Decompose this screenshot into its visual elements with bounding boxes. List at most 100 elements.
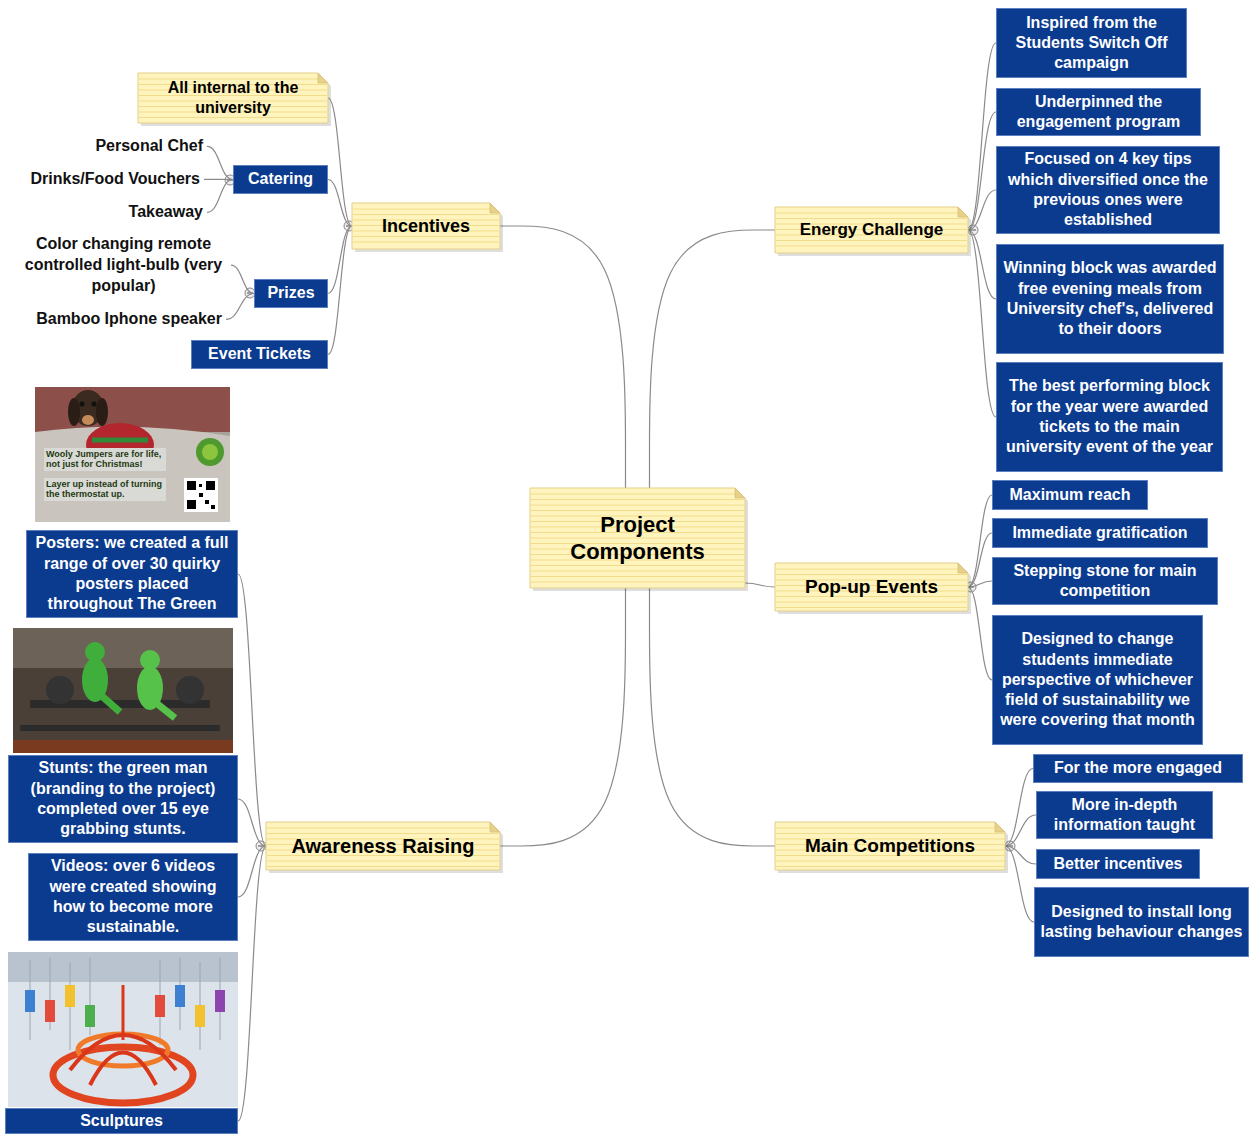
subtopic-box: Immediate gratification bbox=[992, 518, 1208, 548]
branch-line bbox=[968, 495, 992, 587]
node-text: Pop-up Events bbox=[783, 575, 960, 599]
branch-line bbox=[968, 43, 996, 230]
node-text: Designed to change students immediate pe… bbox=[998, 629, 1197, 731]
node-text: The best performing block for the year w… bbox=[1002, 376, 1217, 457]
branch-line bbox=[968, 230, 996, 417]
node-text: Focused on 4 key tips which diversified … bbox=[1002, 149, 1214, 230]
subtopic-box: Designed to change students immediate pe… bbox=[992, 615, 1203, 745]
branch-line bbox=[238, 846, 266, 1121]
topic-note: Pop-up Events bbox=[775, 563, 968, 611]
branch-line bbox=[226, 294, 254, 320]
subtopic-box: Catering bbox=[233, 165, 328, 194]
node-text: Sculptures bbox=[11, 1111, 232, 1131]
poster-picture bbox=[35, 387, 230, 522]
node-text: Stunts: the green man (branding to the p… bbox=[14, 758, 232, 839]
node-text: Event Tickets bbox=[197, 344, 322, 364]
node-text: For the more engaged bbox=[1039, 758, 1237, 778]
branch-line bbox=[207, 180, 233, 213]
leaf-text: Personal Chef bbox=[95, 136, 203, 157]
subtopic-box: Posters: we created a full range of over… bbox=[26, 530, 238, 618]
node-text: Personal Chef bbox=[95, 136, 203, 157]
branch-line bbox=[238, 799, 266, 846]
subtopic-box: Underpinned the engagement program bbox=[996, 88, 1201, 136]
collapse-markers bbox=[225, 175, 1015, 851]
subtopic-box: Videos: over 6 videos were created showi… bbox=[28, 853, 238, 941]
node-text: Videos: over 6 videos were created showi… bbox=[34, 856, 232, 937]
leaf-text: Takeaway bbox=[129, 202, 203, 223]
branch-line bbox=[968, 112, 996, 230]
subtopic-box: Stunts: the green man (branding to the p… bbox=[8, 755, 238, 843]
note-shape bbox=[530, 488, 745, 588]
sculpture-photo bbox=[8, 952, 238, 1107]
branch-line bbox=[238, 574, 266, 846]
branch-line bbox=[968, 190, 996, 230]
subtopic-box: Focused on 4 key tips which diversified … bbox=[996, 146, 1220, 234]
node-text: Project Components bbox=[560, 511, 715, 566]
branch-line bbox=[231, 265, 254, 293]
leaf-text: Color changing remote controlled light-b… bbox=[20, 234, 227, 296]
subtopic-box: Prizes bbox=[254, 279, 328, 308]
branch-line bbox=[968, 581, 992, 587]
node-text: Better incentives bbox=[1042, 854, 1194, 874]
branch-line bbox=[500, 226, 626, 488]
node-text: Immediate gratification bbox=[998, 523, 1202, 543]
subtopic-box: Maximum reach bbox=[992, 480, 1148, 510]
node-text: Maximum reach bbox=[998, 485, 1142, 505]
node-text: Main Competitions bbox=[783, 834, 997, 858]
node-text: Designed to install long lasting behavio… bbox=[1040, 902, 1243, 943]
branch-line bbox=[207, 146, 233, 179]
node-text: Stepping stone for main competition bbox=[998, 561, 1212, 602]
node-text: Catering bbox=[239, 169, 322, 189]
subtopic-box: Event Tickets bbox=[191, 340, 328, 369]
branch-line bbox=[1005, 815, 1036, 846]
node-text: Takeaway bbox=[129, 202, 203, 223]
branch-line bbox=[650, 230, 776, 488]
topic-note: Incentives bbox=[352, 203, 500, 249]
subtopic-box: Better incentives bbox=[1036, 849, 1200, 879]
node-text: Awareness Raising bbox=[274, 834, 492, 859]
node-text: Underpinned the engagement program bbox=[1002, 92, 1195, 133]
topic-note: Project Components bbox=[530, 488, 745, 588]
node-text: Color changing remote controlled light-b… bbox=[20, 234, 227, 296]
subtopic-box: The best performing block for the year w… bbox=[996, 362, 1223, 472]
subtopic-box: More in-depth information taught bbox=[1036, 791, 1213, 839]
node-text: Prizes bbox=[260, 283, 322, 303]
branch-line bbox=[968, 587, 992, 680]
topic-note: Main Competitions bbox=[775, 822, 1005, 870]
branch-line bbox=[500, 588, 626, 846]
node-text: Winning block was awarded free evening m… bbox=[1002, 258, 1218, 339]
subtopic-box: Inspired from the Students Switch Off ca… bbox=[996, 8, 1187, 78]
subtopic-box: Winning block was awarded free evening m… bbox=[996, 244, 1224, 354]
branch-line bbox=[968, 533, 992, 587]
node-text: Incentives bbox=[360, 215, 492, 238]
node-text: Bamboo Iphone speaker bbox=[36, 309, 222, 330]
branch-line bbox=[328, 180, 352, 227]
leaf-text: Bamboo Iphone speaker bbox=[36, 309, 222, 330]
subtopic-box: Sculptures bbox=[5, 1108, 238, 1134]
subtopic-box: For the more engaged bbox=[1033, 754, 1243, 783]
branch-line bbox=[1005, 846, 1034, 922]
branch-line bbox=[328, 226, 352, 355]
branch-line bbox=[650, 588, 776, 846]
leaf-text: Drinks/Food Vouchers bbox=[30, 169, 200, 190]
branch-line bbox=[745, 583, 775, 587]
branch-line bbox=[204, 179, 233, 180]
subtopic-box: Stepping stone for main competition bbox=[992, 557, 1218, 605]
topic-note: All internal to the university bbox=[138, 73, 328, 123]
stunt-photo bbox=[13, 628, 233, 753]
poster-text: Wooly Jumpers are for life, not just for… bbox=[44, 448, 166, 471]
node-text: All internal to the university bbox=[146, 78, 320, 118]
node-text: More in-depth information taught bbox=[1042, 795, 1207, 836]
node-text: Energy Challenge bbox=[783, 219, 960, 240]
subtopic-box: Designed to install long lasting behavio… bbox=[1034, 887, 1249, 957]
topic-note: Energy Challenge bbox=[775, 207, 968, 253]
poster-text: Layer up instead of turning the thermost… bbox=[44, 478, 166, 501]
node-text: Posters: we created a full range of over… bbox=[32, 533, 232, 614]
branch-line bbox=[968, 230, 996, 299]
branch-line bbox=[328, 98, 352, 226]
topic-note: Awareness Raising bbox=[266, 822, 500, 870]
node-text: Drinks/Food Vouchers bbox=[30, 169, 200, 190]
branch-line bbox=[328, 226, 352, 294]
node-text: Inspired from the Students Switch Off ca… bbox=[1002, 13, 1181, 74]
